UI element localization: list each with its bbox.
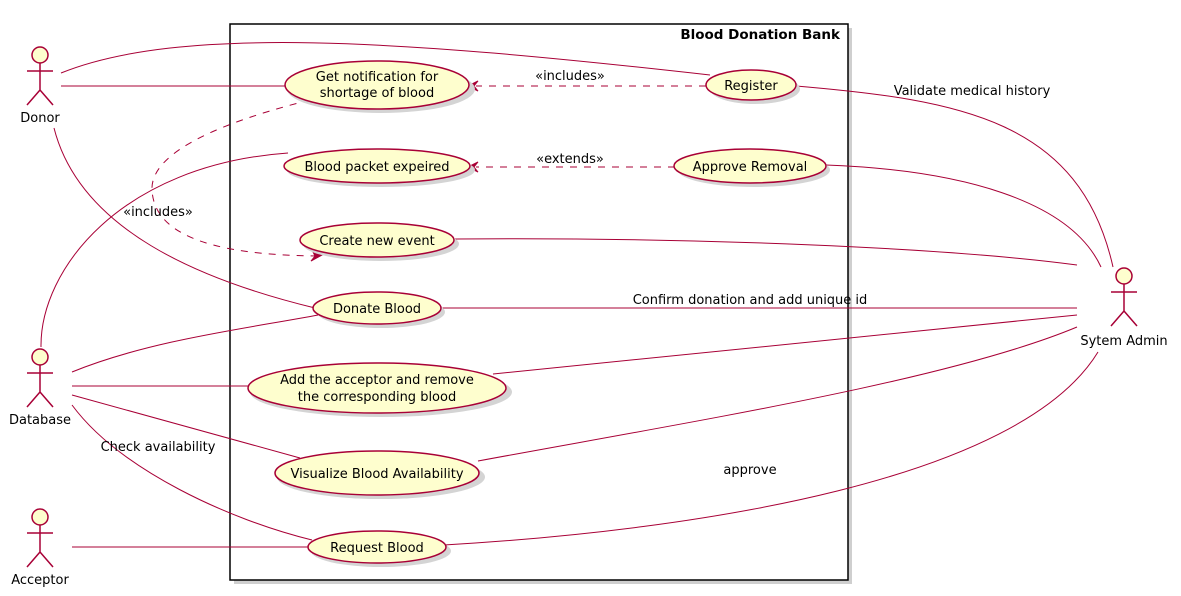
actor-admin: Sytem Admin	[1080, 267, 1168, 349]
visualize-label: Visualize Blood Availability	[290, 467, 463, 482]
line-database-donate	[71, 314, 319, 373]
line-event-admin	[454, 238, 1078, 266]
line-approve-admin	[825, 164, 1102, 268]
line-donor-register	[60, 42, 711, 76]
line-database-request	[71, 404, 313, 541]
use-case-notification: Get notification for shortage of blood	[284, 60, 475, 113]
associations	[40, 42, 1114, 548]
use-case-register: Register	[705, 69, 800, 104]
approve-removal-label: Approve Removal	[693, 160, 808, 175]
use-case-create-event: Create new event	[299, 222, 459, 261]
line-register-admin	[795, 85, 1114, 268]
request-label: Request Blood	[330, 541, 424, 556]
relation-labels: «includes» «extends» «includes» Validate…	[101, 69, 1051, 478]
add-acceptor-line-1: Add the acceptor and remove	[280, 373, 474, 388]
use-case-expired: Blood packet expeired	[283, 148, 475, 187]
register-label: Register	[724, 79, 778, 94]
line-addacceptor-admin	[492, 314, 1078, 375]
line-donor-donate	[53, 127, 316, 309]
use-case-approve-removal: Approve Removal	[673, 148, 830, 187]
acceptor-icon	[31, 508, 49, 526]
confirm-donation-label: Confirm donation and add unique id	[633, 293, 868, 308]
use-case-add-acceptor: Add the acceptor and remove the correspo…	[247, 362, 512, 417]
line-database-expired	[40, 152, 289, 348]
expired-label: Blood packet expeired	[304, 160, 449, 175]
admin-icon	[1115, 267, 1133, 285]
create-event-label: Create new event	[319, 234, 434, 249]
add-acceptor-line-2: the corresponding blood	[298, 390, 456, 405]
check-availability-label: Check availability	[101, 440, 216, 455]
admin-label: Sytem Admin	[1080, 334, 1167, 349]
line-request-admin	[443, 351, 1099, 546]
use-case-request: Request Blood	[307, 530, 451, 567]
includes-register-label: «includes»	[535, 69, 605, 84]
system-title: Blood Donation Bank	[680, 27, 841, 43]
actor-database: Database	[9, 348, 71, 428]
line-database-visualize	[71, 394, 301, 459]
database-label: Database	[9, 413, 71, 428]
use-case-donate: Donate Blood	[312, 291, 445, 328]
donate-label: Donate Blood	[333, 302, 421, 317]
use-case-visualize: Visualize Blood Availability	[274, 450, 485, 499]
acceptor-label: Acceptor	[11, 573, 69, 588]
includes-event-label: «includes»	[123, 205, 193, 220]
actor-donor: Donor	[20, 46, 60, 126]
notification-line-1: Get notification for	[316, 70, 439, 85]
extends-label: «extends»	[536, 152, 604, 167]
line-visualize-admin	[477, 326, 1078, 462]
approve-label: approve	[723, 463, 776, 478]
validate-history-label: Validate medical history	[894, 84, 1051, 99]
dep-notification-event	[151, 99, 319, 257]
actor-acceptor: Acceptor	[11, 508, 69, 588]
donor-label: Donor	[20, 111, 60, 126]
database-actor-icon	[31, 348, 49, 366]
donor-icon	[31, 46, 49, 64]
notification-line-2: shortage of blood	[320, 86, 434, 101]
